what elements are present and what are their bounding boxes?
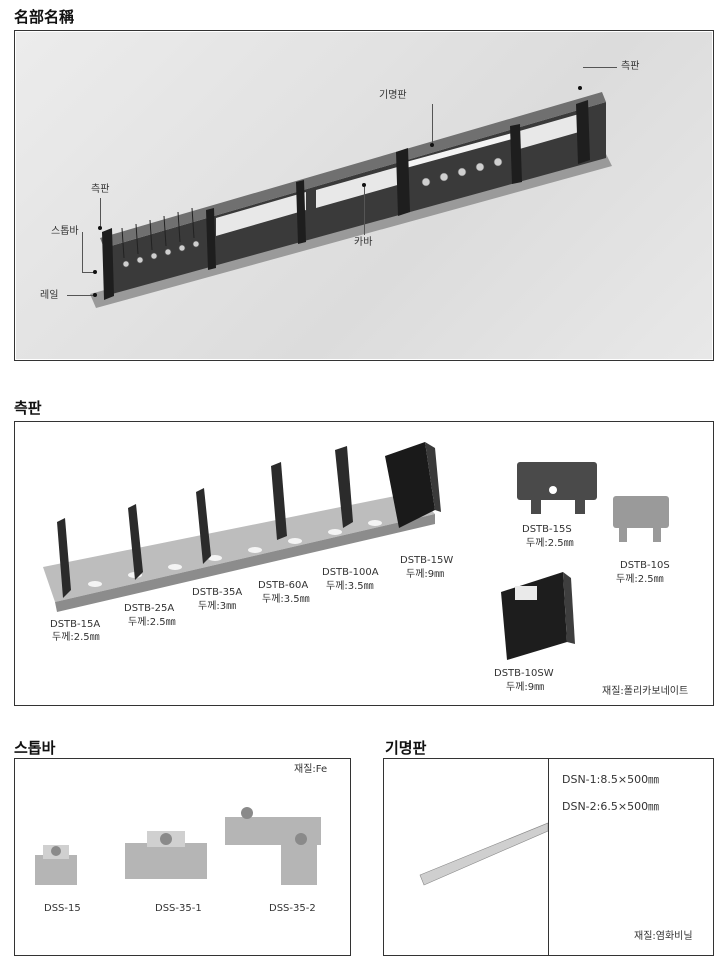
divider xyxy=(548,759,549,955)
marker-dot xyxy=(362,183,366,187)
label-model: DSTB-100A xyxy=(322,567,379,578)
side-plate-frame xyxy=(14,421,714,706)
section-heading-side-plate: 측판 xyxy=(14,399,42,417)
label-model: DSS-35-1 xyxy=(155,903,202,914)
label-thickness: 두께:9㎜ xyxy=(406,569,445,580)
parts-photo-frame xyxy=(14,30,714,361)
label-model: DSTB-10S xyxy=(620,560,670,571)
section-heading-stop-bar: 스톱바 xyxy=(14,739,56,757)
section-heading-name-plate: 기명판 xyxy=(385,739,427,757)
stop-bar-illustration xyxy=(35,807,321,885)
label-thickness: 두께:3㎜ xyxy=(198,601,237,612)
label-cover: 카바 xyxy=(354,237,373,248)
label-model: DSTB-15A xyxy=(50,619,101,630)
marker-dot xyxy=(93,293,97,297)
leader-line xyxy=(67,295,93,296)
material-note: 재질:염화비닐 xyxy=(634,931,693,942)
label-side-plate-right: 측판 xyxy=(621,61,640,72)
leader-line xyxy=(364,187,365,235)
material-note: 재질:폴리카보네이트 xyxy=(602,686,689,697)
leader-line xyxy=(82,232,83,272)
side-plate-illustration xyxy=(43,442,669,660)
name-plate-illustration xyxy=(419,822,548,886)
leader-line xyxy=(432,104,433,144)
marker-dot xyxy=(98,226,102,230)
label-stop-bar: 스톱바 xyxy=(51,226,79,237)
terminal-block-illustration xyxy=(90,92,612,308)
marker-dot xyxy=(578,86,582,90)
label-model: DSTB-10SW xyxy=(494,668,554,679)
marker-dot xyxy=(93,270,97,274)
label-model: DSS-15 xyxy=(44,903,81,914)
label-rail: 레일 xyxy=(40,290,59,301)
material-note: 재질:Fe xyxy=(294,764,328,775)
spec-line: DSN-2:6.5×500㎜ xyxy=(562,800,660,813)
leader-line xyxy=(100,198,101,226)
label-model: DSTB-35A xyxy=(192,587,243,598)
label-name-plate: 기명판 xyxy=(379,90,407,101)
leader-line xyxy=(82,272,94,273)
terminal-block-photo xyxy=(16,32,712,359)
label-thickness: 두께:2.5㎜ xyxy=(52,632,100,643)
label-thickness: 두께:2.5㎜ xyxy=(616,574,664,585)
label-side-plate-left: 측판 xyxy=(91,184,110,195)
label-model: DSTB-60A xyxy=(258,580,309,591)
label-thickness: 두께:3.5㎜ xyxy=(326,581,374,592)
section-heading-parts: 名部名稱 xyxy=(14,8,75,26)
spec-line: DSN-1:8.5×500㎜ xyxy=(562,773,660,786)
label-model: DSS-35-2 xyxy=(269,903,316,914)
label-model: DSTB-25A xyxy=(124,603,175,614)
stop-bar-frame xyxy=(14,758,351,956)
label-thickness: 두께:2.5㎜ xyxy=(128,617,176,628)
label-model: DSTB-15W xyxy=(400,555,454,566)
label-thickness: 두께:3.5㎜ xyxy=(262,594,310,605)
leader-line xyxy=(583,67,617,68)
label-thickness: 두께:2.5㎜ xyxy=(526,538,574,549)
name-plate-frame xyxy=(383,758,714,956)
label-thickness: 두께:9㎜ xyxy=(506,682,545,693)
label-model: DSTB-15S xyxy=(522,524,572,535)
marker-dot xyxy=(430,143,434,147)
